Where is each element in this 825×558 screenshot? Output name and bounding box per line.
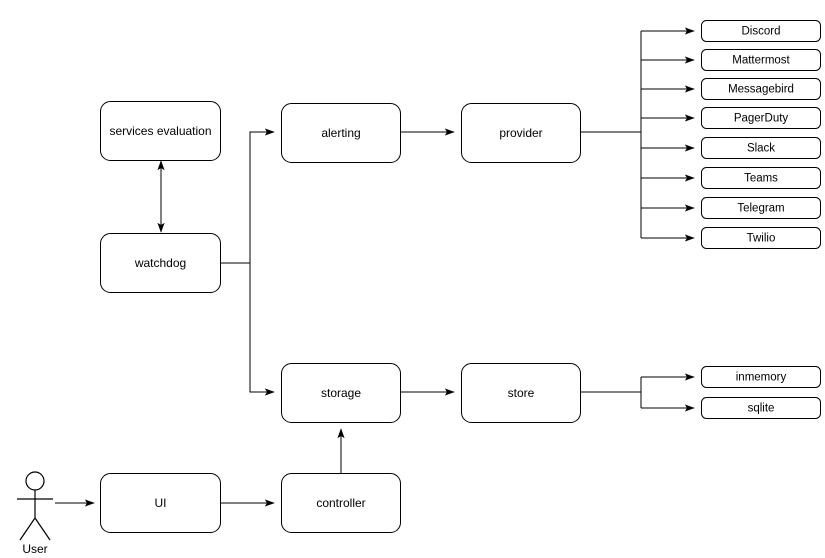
node-provider-target-label: Slack [747,143,775,155]
node-provider-target-label: Discord [742,26,781,38]
node-alerting[interactable]: alerting [281,103,401,163]
node-provider-target-box[interactable] [701,20,821,42]
actor-user-label: User [22,542,47,556]
node-storage-box[interactable] [281,363,401,423]
stick-figure-actor-icon [25,471,45,491]
node-provider-target-box[interactable] [701,137,821,159]
node-provider-target[interactable]: Telegram [701,197,821,219]
node-services-evaluation-label: services evaluation [109,124,211,138]
node-services-evaluation-box[interactable] [100,101,221,161]
node-provider-label: provider [499,126,542,140]
node-store-box[interactable] [461,363,581,423]
node-store[interactable]: store [461,363,581,423]
node-store-target-box[interactable] [701,366,821,388]
edge-watchdog-storage [249,263,275,396]
node-store-target-label: sqlite [748,403,775,415]
node-provider-target[interactable]: Discord [701,20,821,42]
node-storage-label: storage [321,386,361,400]
node-provider-target-label: Telegram [737,203,784,215]
node-services-evaluation[interactable]: services evaluation [100,101,221,161]
node-ui-box[interactable] [100,473,221,533]
node-provider-box[interactable] [461,103,581,163]
node-provider-target[interactable]: Teams [701,167,821,189]
node-watchdog[interactable]: watchdog [100,233,221,293]
node-watchdog-box[interactable] [100,233,221,293]
node-provider-target[interactable]: PagerDuty [701,107,821,129]
node-provider-target-box[interactable] [701,197,821,219]
node-controller[interactable]: controller [281,473,401,533]
node-provider-target-label: PagerDuty [734,113,789,125]
node-provider-target-box[interactable] [701,49,821,71]
node-watchdog-label: watchdog [134,256,186,270]
store-targets-group: inmemory sqlite [701,366,821,419]
provider-targets-group: Discord Mattermost Messagebird PagerDuty… [701,20,821,249]
node-store-target-label: inmemory [736,372,787,384]
node-provider-target[interactable]: Mattermost [701,49,821,71]
node-store-target-box[interactable] [701,397,821,419]
node-controller-box[interactable] [281,473,401,533]
node-provider-target-label: Mattermost [732,55,790,67]
node-provider-target[interactable]: Twilio [701,227,821,249]
edge-group-store-branches [641,373,695,412]
node-provider-target-label: Teams [744,173,778,185]
node-provider-target-box[interactable] [701,167,821,189]
node-provider-target-box[interactable] [701,78,821,100]
node-store-target[interactable]: sqlite [701,397,821,419]
edge-watchdog-alerting [221,128,275,264]
node-provider-target[interactable]: Messagebird [701,78,821,100]
node-storage[interactable]: storage [281,363,401,423]
node-provider-target[interactable]: Slack [701,137,821,159]
node-store-target[interactable]: inmemory [701,366,821,388]
node-provider-target-label: Twilio [747,233,776,245]
node-provider-target-box[interactable] [701,107,821,129]
node-ui-label: UI [155,496,167,510]
edge-group-provider-branches [641,27,695,242]
node-store-label: store [508,386,535,400]
node-provider-target-box[interactable] [701,227,821,249]
node-ui[interactable]: UI [100,473,221,533]
node-alerting-label: alerting [321,126,360,140]
node-alerting-box[interactable] [281,103,401,163]
node-provider-target-label: Messagebird [728,84,794,96]
node-provider[interactable]: provider [461,103,581,163]
node-controller-label: controller [316,496,365,510]
actor-user: User [17,471,53,556]
